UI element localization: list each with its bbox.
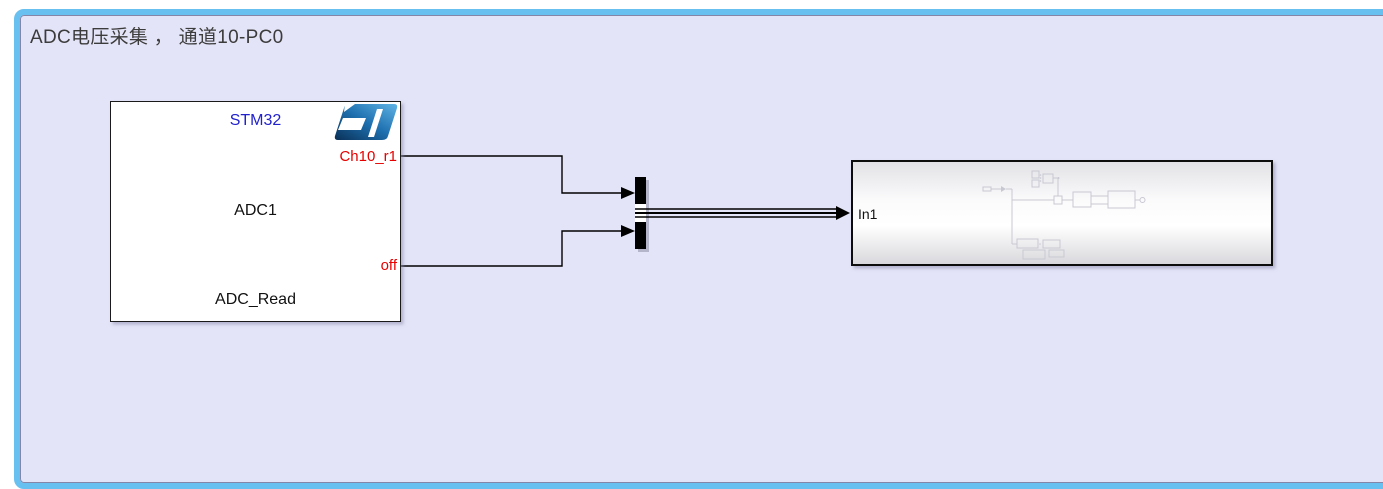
block-name-label: ADC_Read [215, 291, 296, 308]
output-port-label-2: off [380, 257, 397, 274]
adc1-label: ADC1 [234, 202, 277, 219]
adc-block[interactable]: STM32 Ch10_r1 ADC1 off ADC_Read [110, 101, 401, 322]
subsystem-block[interactable]: In1 [851, 160, 1273, 266]
input-port-label: In1 [858, 206, 878, 222]
annotation-title[interactable]: ADC电压采集 ， 通道10-PC0 [30, 27, 284, 48]
output-port-label-1: Ch10_r1 [339, 148, 397, 165]
subsystem-preview-icon [982, 170, 1146, 260]
st-logo-icon [333, 103, 399, 141]
stm32-label: STM32 [229, 112, 282, 129]
